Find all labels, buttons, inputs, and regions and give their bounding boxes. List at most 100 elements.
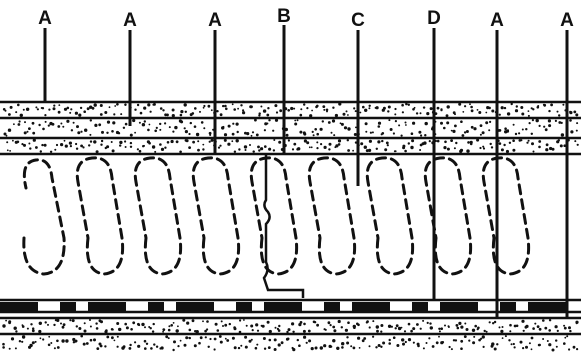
stipple-dot (330, 324, 332, 326)
stipple-dot (369, 140, 372, 143)
stipple-dot (70, 145, 72, 147)
stipple-dot (243, 319, 245, 321)
stipple-dot (237, 131, 239, 133)
stipple-dot (90, 339, 93, 342)
stipple-dot (177, 345, 179, 347)
stipple-dot (443, 127, 446, 130)
stipple-dot (548, 329, 551, 332)
stipple-dot (27, 328, 29, 330)
stipple-dot (303, 336, 306, 339)
stipple-dot (308, 330, 311, 333)
stipple-dot (286, 338, 289, 341)
stipple-dot (563, 342, 566, 345)
stipple-dot (437, 140, 440, 143)
stipple-dot (244, 145, 247, 148)
stipple-dot (292, 331, 294, 333)
stipple-dot (393, 132, 395, 134)
stipple-dot (266, 123, 268, 125)
stipple-dot (387, 110, 389, 112)
stipple-dot (255, 347, 258, 350)
stipple-dot (194, 344, 197, 347)
stipple-dot (60, 123, 62, 125)
stipple-dot (338, 102, 341, 105)
stipple-dot (38, 330, 41, 333)
stipple-dot (300, 108, 302, 110)
stipple-dot (83, 343, 86, 346)
stipple-dot (411, 139, 414, 142)
stipple-dot (214, 348, 216, 350)
stipple-dot (577, 144, 579, 146)
stipple-dot (454, 147, 456, 149)
stipple-dot (316, 147, 318, 149)
stipple-dot (159, 347, 161, 349)
stipple-dot (547, 340, 549, 342)
stipple-dot (152, 145, 155, 148)
stipple-dot (165, 335, 168, 338)
stipple-dot (104, 111, 107, 114)
stipple-dot (169, 126, 171, 128)
stipple-dot (263, 337, 266, 340)
stipple-dot (496, 343, 498, 345)
stipple-dot (502, 326, 504, 328)
stipple-dot (426, 112, 429, 115)
stipple-dot (48, 336, 50, 338)
stipple-dot (347, 139, 349, 141)
stipple-dot (188, 337, 190, 339)
stipple-dot (291, 322, 294, 325)
stipple-dot (132, 321, 135, 324)
stipple-dot (15, 141, 18, 144)
stipple-dot (501, 148, 504, 151)
stipple-dot (503, 144, 505, 146)
stipple-dot (92, 107, 95, 110)
stipple-dot (90, 326, 92, 328)
stipple-dot (546, 143, 549, 146)
stipple-dot (70, 108, 72, 110)
stipple-dot (329, 143, 332, 146)
stipple-dot (324, 146, 327, 149)
stipple-dot (147, 140, 150, 143)
stipple-dot (215, 323, 218, 326)
stipple-dot (505, 335, 507, 337)
stipple-dot (323, 109, 325, 111)
stipple-dot (159, 123, 161, 125)
stipple-dot (66, 120, 69, 123)
stipple-dot (194, 330, 196, 332)
stipple-dot (404, 150, 407, 153)
stipple-dot (251, 135, 253, 137)
stipple-dot (383, 107, 386, 110)
stipple-dot (12, 140, 14, 142)
stipple-dot (144, 120, 146, 122)
stipple-dot (303, 131, 306, 134)
stipple-dot (447, 148, 450, 151)
stipple-dot (231, 140, 233, 142)
stipple-dot (58, 104, 60, 106)
stipple-dot (355, 110, 357, 112)
stipple-dot (531, 107, 533, 109)
stipple-dot (357, 324, 360, 327)
stipple-dot (69, 112, 71, 114)
stipple-dot (237, 108, 239, 110)
stipple-dot (65, 339, 68, 342)
stipple-dot (78, 327, 81, 330)
stipple-dot (506, 130, 509, 133)
stipple-dot (293, 108, 295, 110)
stipple-dot (130, 146, 132, 148)
stipple-dot (153, 323, 155, 325)
stipple-dot (306, 107, 308, 109)
stipple-dot (402, 343, 405, 346)
stipple-dot (138, 324, 140, 326)
stipple-dot (253, 150, 255, 152)
stipple-dot (508, 339, 510, 341)
stipple-dot (144, 326, 146, 328)
stipple-dot (437, 107, 440, 110)
stipple-dot (2, 324, 5, 327)
stipple-dot (29, 344, 32, 347)
stipple-dot (555, 325, 558, 328)
stipple-dot (60, 143, 63, 146)
stipple-dot (153, 103, 156, 106)
stipple-dot (341, 123, 344, 126)
stipple-dot (483, 147, 485, 149)
stipple-dot (561, 133, 564, 136)
stipple-dot (489, 321, 491, 323)
stipple-dot (246, 132, 249, 135)
